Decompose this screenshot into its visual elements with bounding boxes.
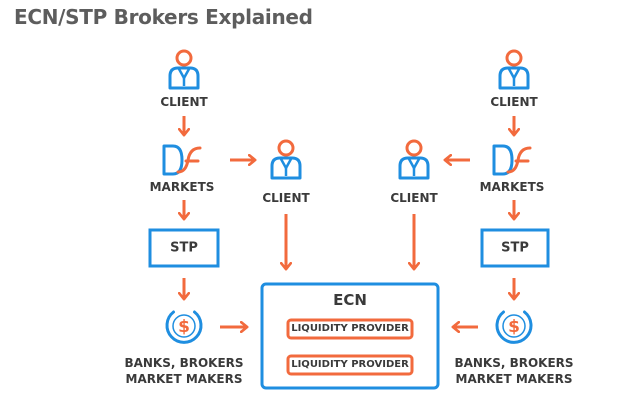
banks-label-left-line2: MARKET MAKERS [125,372,243,386]
dollar-coin-icon-left: $ [165,310,203,344]
client-label-right-mid: CLIENT [390,191,438,205]
banks-label-right-line1: BANKS, BROKERS [454,356,574,370]
client-icon-left-mid [270,139,302,180]
markets-icon-right [492,144,532,176]
client-icon-right-mid [398,139,430,180]
ecn-box [260,282,440,390]
markets-label-left: MARKETS [149,180,215,194]
client-label-left-mid: CLIENT [262,191,310,205]
markets-label-right: MARKETS [479,180,545,194]
stp-box-left [148,228,220,268]
svg-text:$: $ [178,317,190,337]
stp-label-left: STP [170,240,198,256]
banks-label-right-line2: MARKET MAKERS [455,372,573,386]
markets-icon-left [162,144,202,176]
diagram-title: ECN/STP Brokers Explained [14,5,313,29]
client-icon-left-top [168,49,200,90]
stp-label-right: STP [501,240,529,256]
liquidity-provider-label-2: LIQUIDITY PROVIDER [291,359,409,370]
banks-label-right: BANKS, BROKERS MARKET MAKERS [454,355,573,387]
liquidity-provider-box-2 [286,354,414,376]
liquidity-provider-label-1: LIQUIDITY PROVIDER [291,323,409,334]
client-label-left-top: CLIENT [160,95,208,109]
svg-text:$: $ [508,317,520,337]
liquidity-provider-box-1 [286,318,414,340]
ecn-title: ECN [333,291,367,309]
dollar-coin-icon-right: $ [495,310,533,344]
client-icon-right-top [498,49,530,90]
client-label-right-top: CLIENT [490,95,538,109]
banks-label-left: BANKS, BROKERS MARKET MAKERS [124,355,243,387]
banks-label-left-line1: BANKS, BROKERS [124,356,244,370]
stp-box-right [480,228,550,268]
